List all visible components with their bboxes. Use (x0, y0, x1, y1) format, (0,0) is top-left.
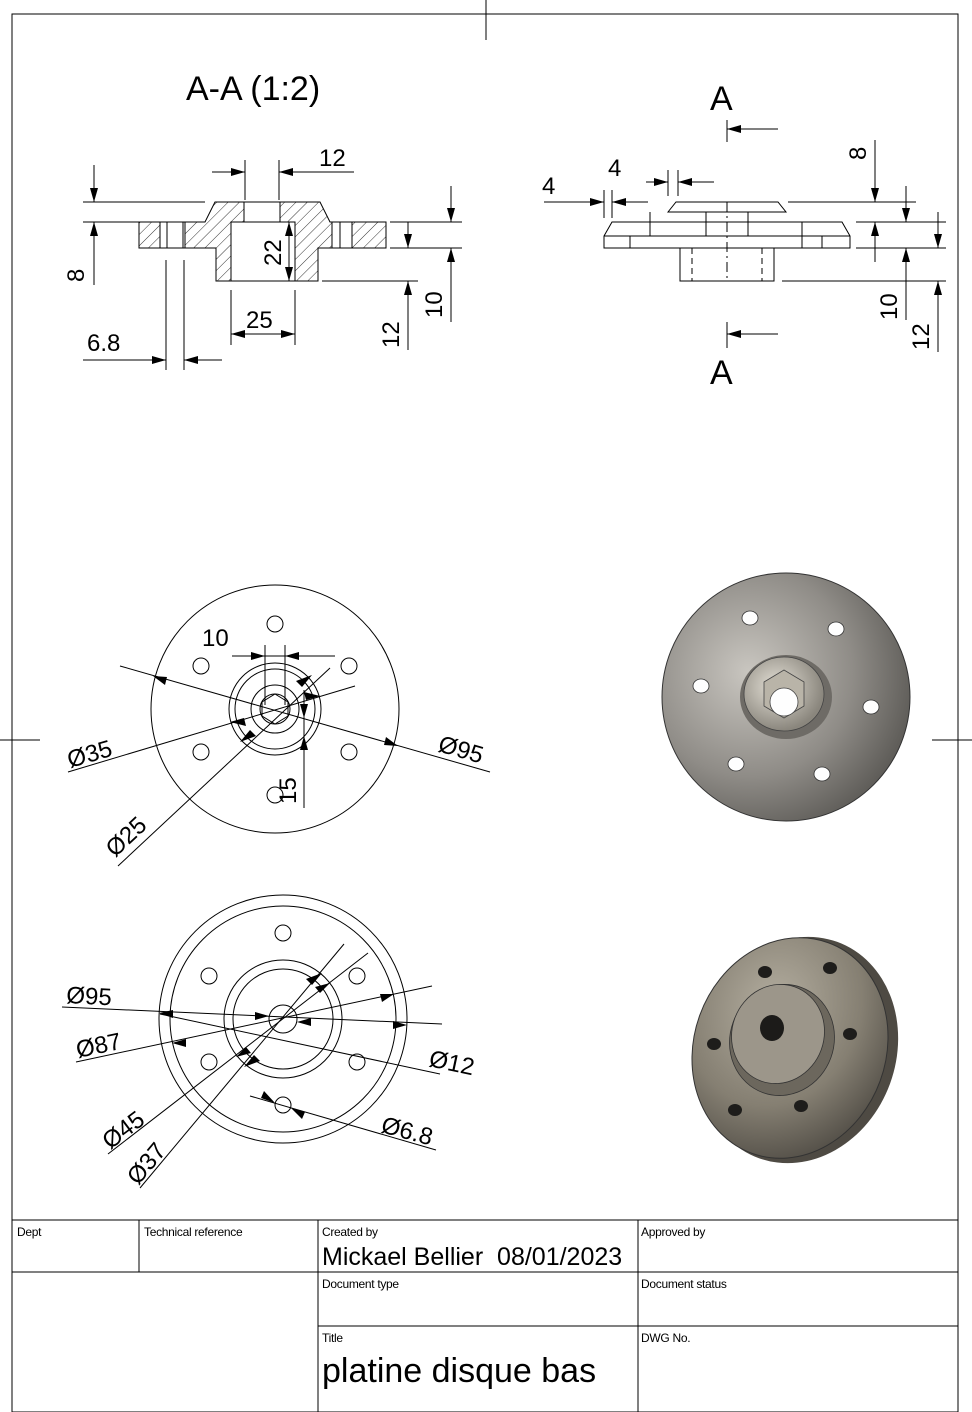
title-label: Title (322, 1331, 343, 1345)
dim-top-dia-35: Ø35 (64, 735, 115, 773)
doc-status-label: Document status (641, 1277, 727, 1291)
title-block (12, 1219, 958, 1412)
title-value: platine disque bas (322, 1352, 596, 1390)
approved-by-label: Approved by (641, 1225, 705, 1239)
dim-top-10: 10 (202, 625, 229, 652)
dept-label: Dept (17, 1225, 42, 1239)
dim-section-hole-6.8: 6.8 (87, 330, 120, 357)
tech-ref-label: Technical reference (144, 1225, 243, 1239)
side-view-arrows (590, 125, 942, 338)
dim-section-bore-25: 25 (246, 307, 273, 334)
section-arrows (90, 168, 455, 364)
section-marker-top: A (710, 80, 733, 118)
render-3d-top (661, 572, 911, 822)
dim-side-10: 10 (876, 293, 903, 320)
top-view-arrows (153, 652, 398, 750)
dim-section-hub-width: 12 (319, 145, 346, 172)
dim-top-dia-95: Ø95 (435, 731, 486, 769)
section-marker-bottom: A (710, 354, 733, 392)
dim-top-15: 15 (275, 777, 302, 804)
dim-bottom-dia-6.8: Ø6.8 (378, 1112, 435, 1152)
dim-bottom-dia-87: Ø87 (74, 1028, 124, 1064)
dim-bottom-dia-37: Ø37 (122, 1138, 172, 1190)
dim-section-thickness-10: 10 (421, 291, 448, 318)
dim-bottom-dia-12: Ø12 (427, 1045, 477, 1081)
dim-section-height-12: 12 (378, 321, 405, 348)
top-view (67, 584, 491, 867)
dim-side-12: 12 (908, 323, 935, 350)
dwg-no-label: DWG No. (641, 1331, 690, 1345)
bottom-view-arrows (159, 973, 407, 1119)
dim-section-bore-depth: 22 (260, 239, 287, 266)
dim-side-4-left: 4 (542, 173, 555, 200)
dim-side-4-top: 4 (608, 155, 621, 182)
doc-type-label: Document type (322, 1277, 399, 1291)
dim-top-dia-25: Ø25 (101, 812, 153, 863)
created-by-value: Mickael Bellier 08/01/2023 (322, 1243, 622, 1271)
created-by-label: Created by (322, 1225, 378, 1239)
dim-section-flange-8: 8 (63, 269, 90, 282)
render-3d-bottom (691, 936, 899, 1164)
dim-bottom-dia-95: Ø95 (66, 982, 113, 1011)
dim-side-8: 8 (845, 147, 872, 160)
section-view-a-a (83, 160, 462, 370)
section-view-title: A-A (1:2) (186, 70, 320, 108)
